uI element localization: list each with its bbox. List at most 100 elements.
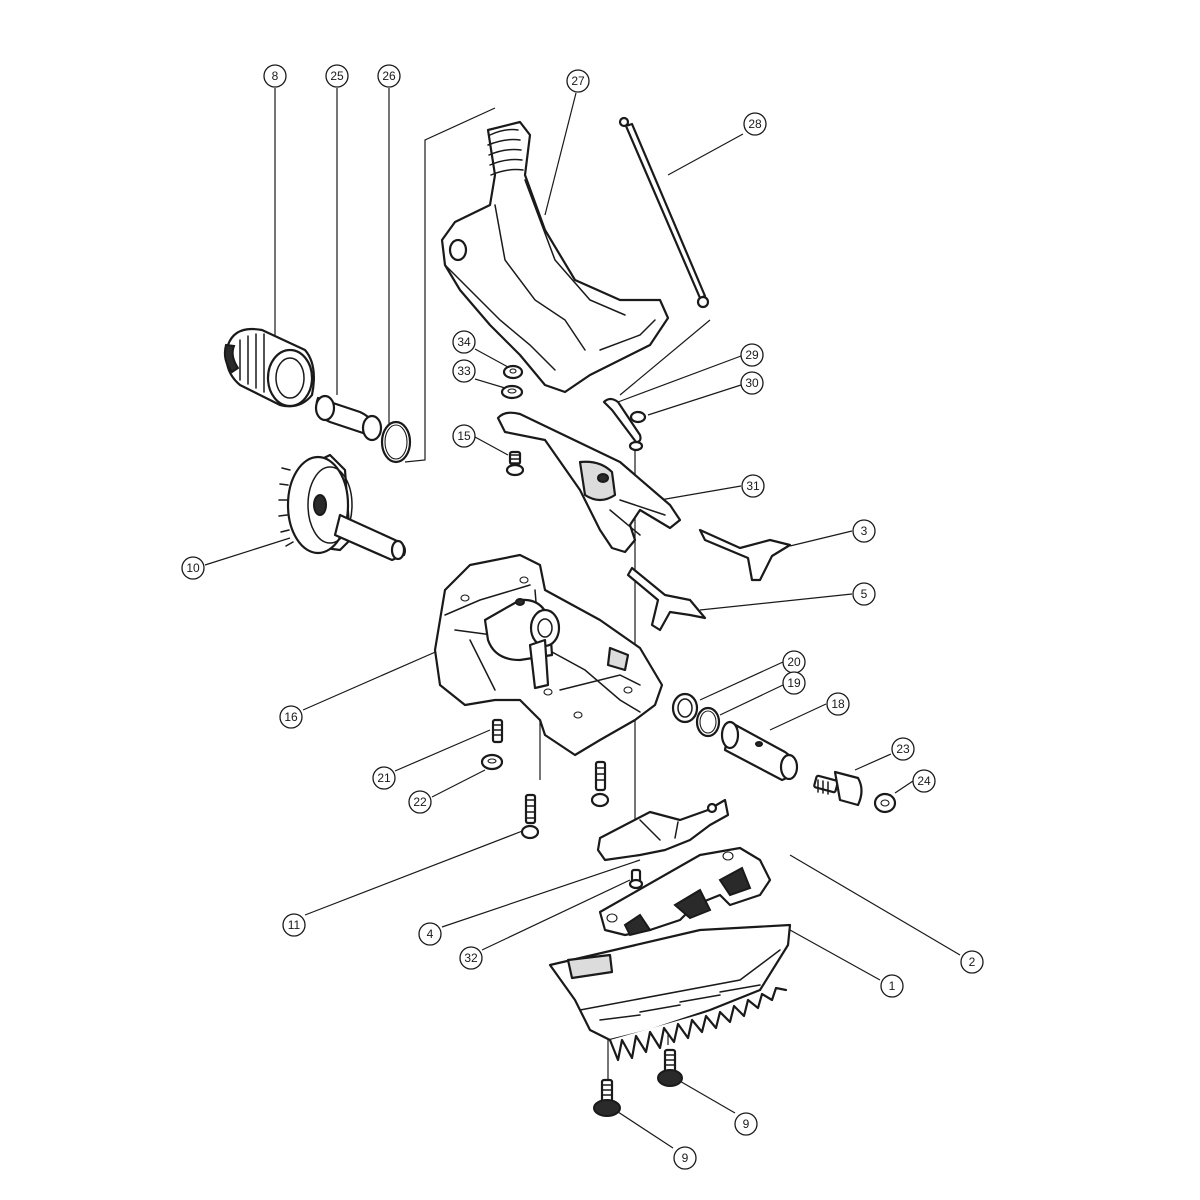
- svg-text:10: 10: [186, 561, 200, 575]
- part-32-screw: [628, 868, 644, 890]
- part-22-nut: [480, 753, 504, 771]
- svg-text:22: 22: [413, 795, 427, 809]
- leader-5: [699, 593, 853, 611]
- svg-text:32: 32: [464, 951, 478, 965]
- leader-18: [769, 703, 827, 731]
- leader-30: [647, 384, 742, 416]
- leader-1: [789, 929, 881, 981]
- part-1-comb: [548, 923, 792, 1062]
- part-11-screw: [520, 793, 540, 840]
- leader-9b: [614, 1109, 674, 1149]
- callout-5: 5: [852, 582, 876, 606]
- callout-28: 28: [743, 112, 767, 136]
- leader-27: [544, 92, 577, 216]
- svg-text:20: 20: [787, 655, 801, 669]
- part-16-main-body: [433, 553, 664, 757]
- part-28-tension-rod: [618, 116, 710, 309]
- svg-text:31: 31: [746, 479, 760, 493]
- leader-34: [474, 348, 509, 368]
- part-18-pin-sleeve: [720, 720, 799, 782]
- callout-8: 8: [263, 64, 287, 88]
- svg-text:24: 24: [917, 774, 931, 788]
- callout-27: 27: [566, 69, 590, 93]
- assembly-line-housing: [404, 107, 496, 463]
- part-19-o-ring: [695, 706, 721, 738]
- leader-20: [699, 661, 784, 701]
- callout-9-right: 9: [734, 1112, 758, 1136]
- callout-34: 34: [452, 330, 476, 354]
- part-2-cutter: [598, 846, 772, 937]
- part-20-bushing: [671, 692, 699, 724]
- svg-text:33: 33: [457, 364, 471, 378]
- callout-21: 21: [372, 766, 396, 790]
- callout-29: 29: [740, 343, 764, 367]
- svg-text:34: 34: [457, 335, 471, 349]
- callout-24: 24: [912, 769, 936, 793]
- part-27-housing: [440, 120, 670, 394]
- svg-text:28: 28: [748, 117, 762, 131]
- part-33-washer: [500, 384, 524, 400]
- callout-22: 22: [408, 790, 432, 814]
- callout-23: 23: [891, 737, 915, 761]
- svg-text:25: 25: [330, 69, 344, 83]
- callout-25: 25: [325, 64, 349, 88]
- leader-24: [894, 780, 914, 794]
- svg-text:29: 29: [745, 348, 759, 362]
- leader-28: [667, 133, 744, 176]
- callout-15: 15: [452, 424, 476, 448]
- svg-text:8: 8: [272, 69, 279, 83]
- svg-text:4: 4: [427, 927, 434, 941]
- callout-19: 19: [782, 671, 806, 695]
- part-3-fork: [698, 528, 792, 582]
- comb-teeth: [608, 986, 788, 1062]
- leader-23: [854, 753, 892, 771]
- part-25-sleeve: [314, 394, 383, 442]
- leader-33: [474, 378, 506, 389]
- svg-text:19: 19: [787, 676, 801, 690]
- svg-text:27: 27: [571, 74, 585, 88]
- svg-text:9: 9: [682, 1151, 689, 1165]
- part-5-fork: [626, 566, 707, 632]
- svg-text:21: 21: [377, 771, 391, 785]
- svg-text:3: 3: [861, 524, 868, 538]
- callout-33: 33: [452, 359, 476, 383]
- leader-32: [481, 879, 631, 951]
- part-26-o-ring: [380, 420, 412, 464]
- svg-text:2: 2: [969, 955, 976, 969]
- callout-30: 30: [740, 371, 764, 395]
- svg-text:26: 26: [382, 69, 396, 83]
- part-10-gear-shaft: [278, 453, 407, 562]
- leader-9a: [677, 1079, 736, 1114]
- svg-text:11: 11: [288, 918, 301, 932]
- leader-3: [789, 530, 853, 547]
- leader-4: [441, 859, 641, 928]
- callout-4: 4: [418, 922, 442, 946]
- svg-text:9: 9: [743, 1117, 750, 1131]
- part-21-screw: [491, 718, 504, 744]
- part-31-fork-lever: [496, 411, 682, 554]
- part-34-washer: [502, 364, 524, 380]
- part-23-swivel-screw: [813, 770, 863, 807]
- leader-10: [204, 537, 291, 566]
- leader-22: [431, 769, 486, 798]
- part-9-comb-screw-right: [657, 1048, 683, 1087]
- callouts: 8 25 26 27 28 34 33 29 30 15 31 3 10 5 2…: [181, 64, 984, 1170]
- callout-31: 31: [741, 474, 765, 498]
- svg-text:5: 5: [861, 587, 868, 601]
- callout-3: 3: [852, 519, 876, 543]
- svg-text:16: 16: [284, 710, 298, 724]
- callout-10: 10: [181, 556, 205, 580]
- callout-26: 26: [377, 64, 401, 88]
- part-4-lever-plate: [596, 798, 730, 862]
- leader-2: [789, 854, 961, 956]
- leader-31: [659, 485, 742, 501]
- leader-21: [394, 729, 491, 772]
- leader-11: [304, 829, 526, 916]
- leader-15: [474, 436, 509, 456]
- part-11-screw-2: [590, 760, 610, 808]
- callout-2: 2: [960, 950, 984, 974]
- callout-20: 20: [782, 650, 806, 674]
- callout-9-left: 9: [673, 1146, 697, 1170]
- svg-text:23: 23: [896, 742, 910, 756]
